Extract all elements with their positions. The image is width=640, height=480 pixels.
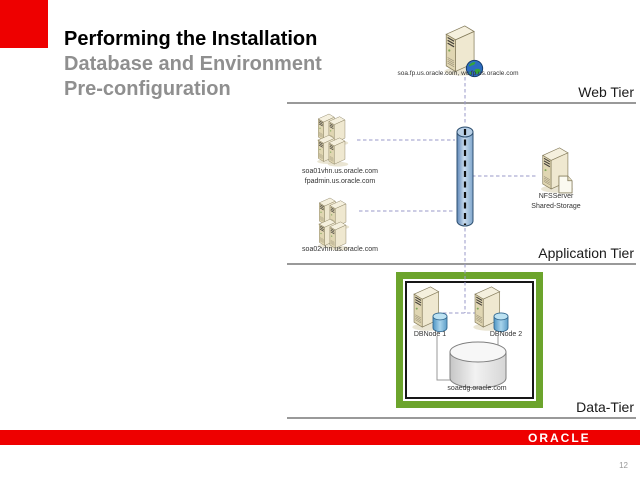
app-cluster1-label-line2: fpadmin.us.oracle.com <box>304 177 376 185</box>
slide-title: Performing the Installation <box>64 28 318 50</box>
db-node2-label: DBNode 2 <box>489 331 523 338</box>
web-tier-label: Web Tier <box>578 84 634 100</box>
data-tier-line <box>287 417 636 419</box>
db-node1-label: DBNode 1 <box>413 331 447 338</box>
footer-brand-bar: ORACLE <box>0 430 640 445</box>
slide-subtitle-line1: Database and Environment <box>64 53 322 75</box>
web-tier-line <box>287 102 636 104</box>
application-tier-label: Application Tier <box>538 245 634 261</box>
oracle-logo: ORACLE <box>528 431 591 445</box>
db-node2-icon <box>472 286 509 333</box>
data-tier-box-inner-border <box>405 281 534 399</box>
db-node1-icon <box>411 286 448 333</box>
nfs-server-icon <box>540 147 574 194</box>
app-cluster1-label: soa01vhn.us.oracle.com fpadmin.us.oracle… <box>250 167 430 186</box>
slide-subtitle-line2: Pre-configuration <box>64 78 231 100</box>
page-number: 12 <box>619 461 628 470</box>
app-cluster1-label-line1: soa01vhn.us.oracle.com <box>302 168 378 175</box>
data-tier-box <box>396 272 543 408</box>
app-cluster2-label: soa02vhn.us.oracle.com <box>302 246 378 253</box>
nfs-server-label: NFSServer Shared-Storage <box>466 192 640 211</box>
web-server-label: soa.fp.us.oracle.com, wc.fp.us.oracle.co… <box>397 70 519 77</box>
slide-heading: Performing the Installation Database and… <box>64 27 394 102</box>
application-tier-line <box>287 263 636 265</box>
load-balancer-icon <box>456 126 474 227</box>
brand-corner-mark <box>0 0 48 48</box>
nfs-server-label-line1: NFSServer <box>538 193 574 200</box>
data-tier-label: Data-Tier <box>576 399 634 415</box>
app-cluster1-icon <box>316 113 349 167</box>
nfs-server-label-line2: Shared-Storage <box>531 202 581 210</box>
database-label: soaedg.oracle.com <box>447 385 507 392</box>
app-cluster2-icon <box>317 197 350 251</box>
